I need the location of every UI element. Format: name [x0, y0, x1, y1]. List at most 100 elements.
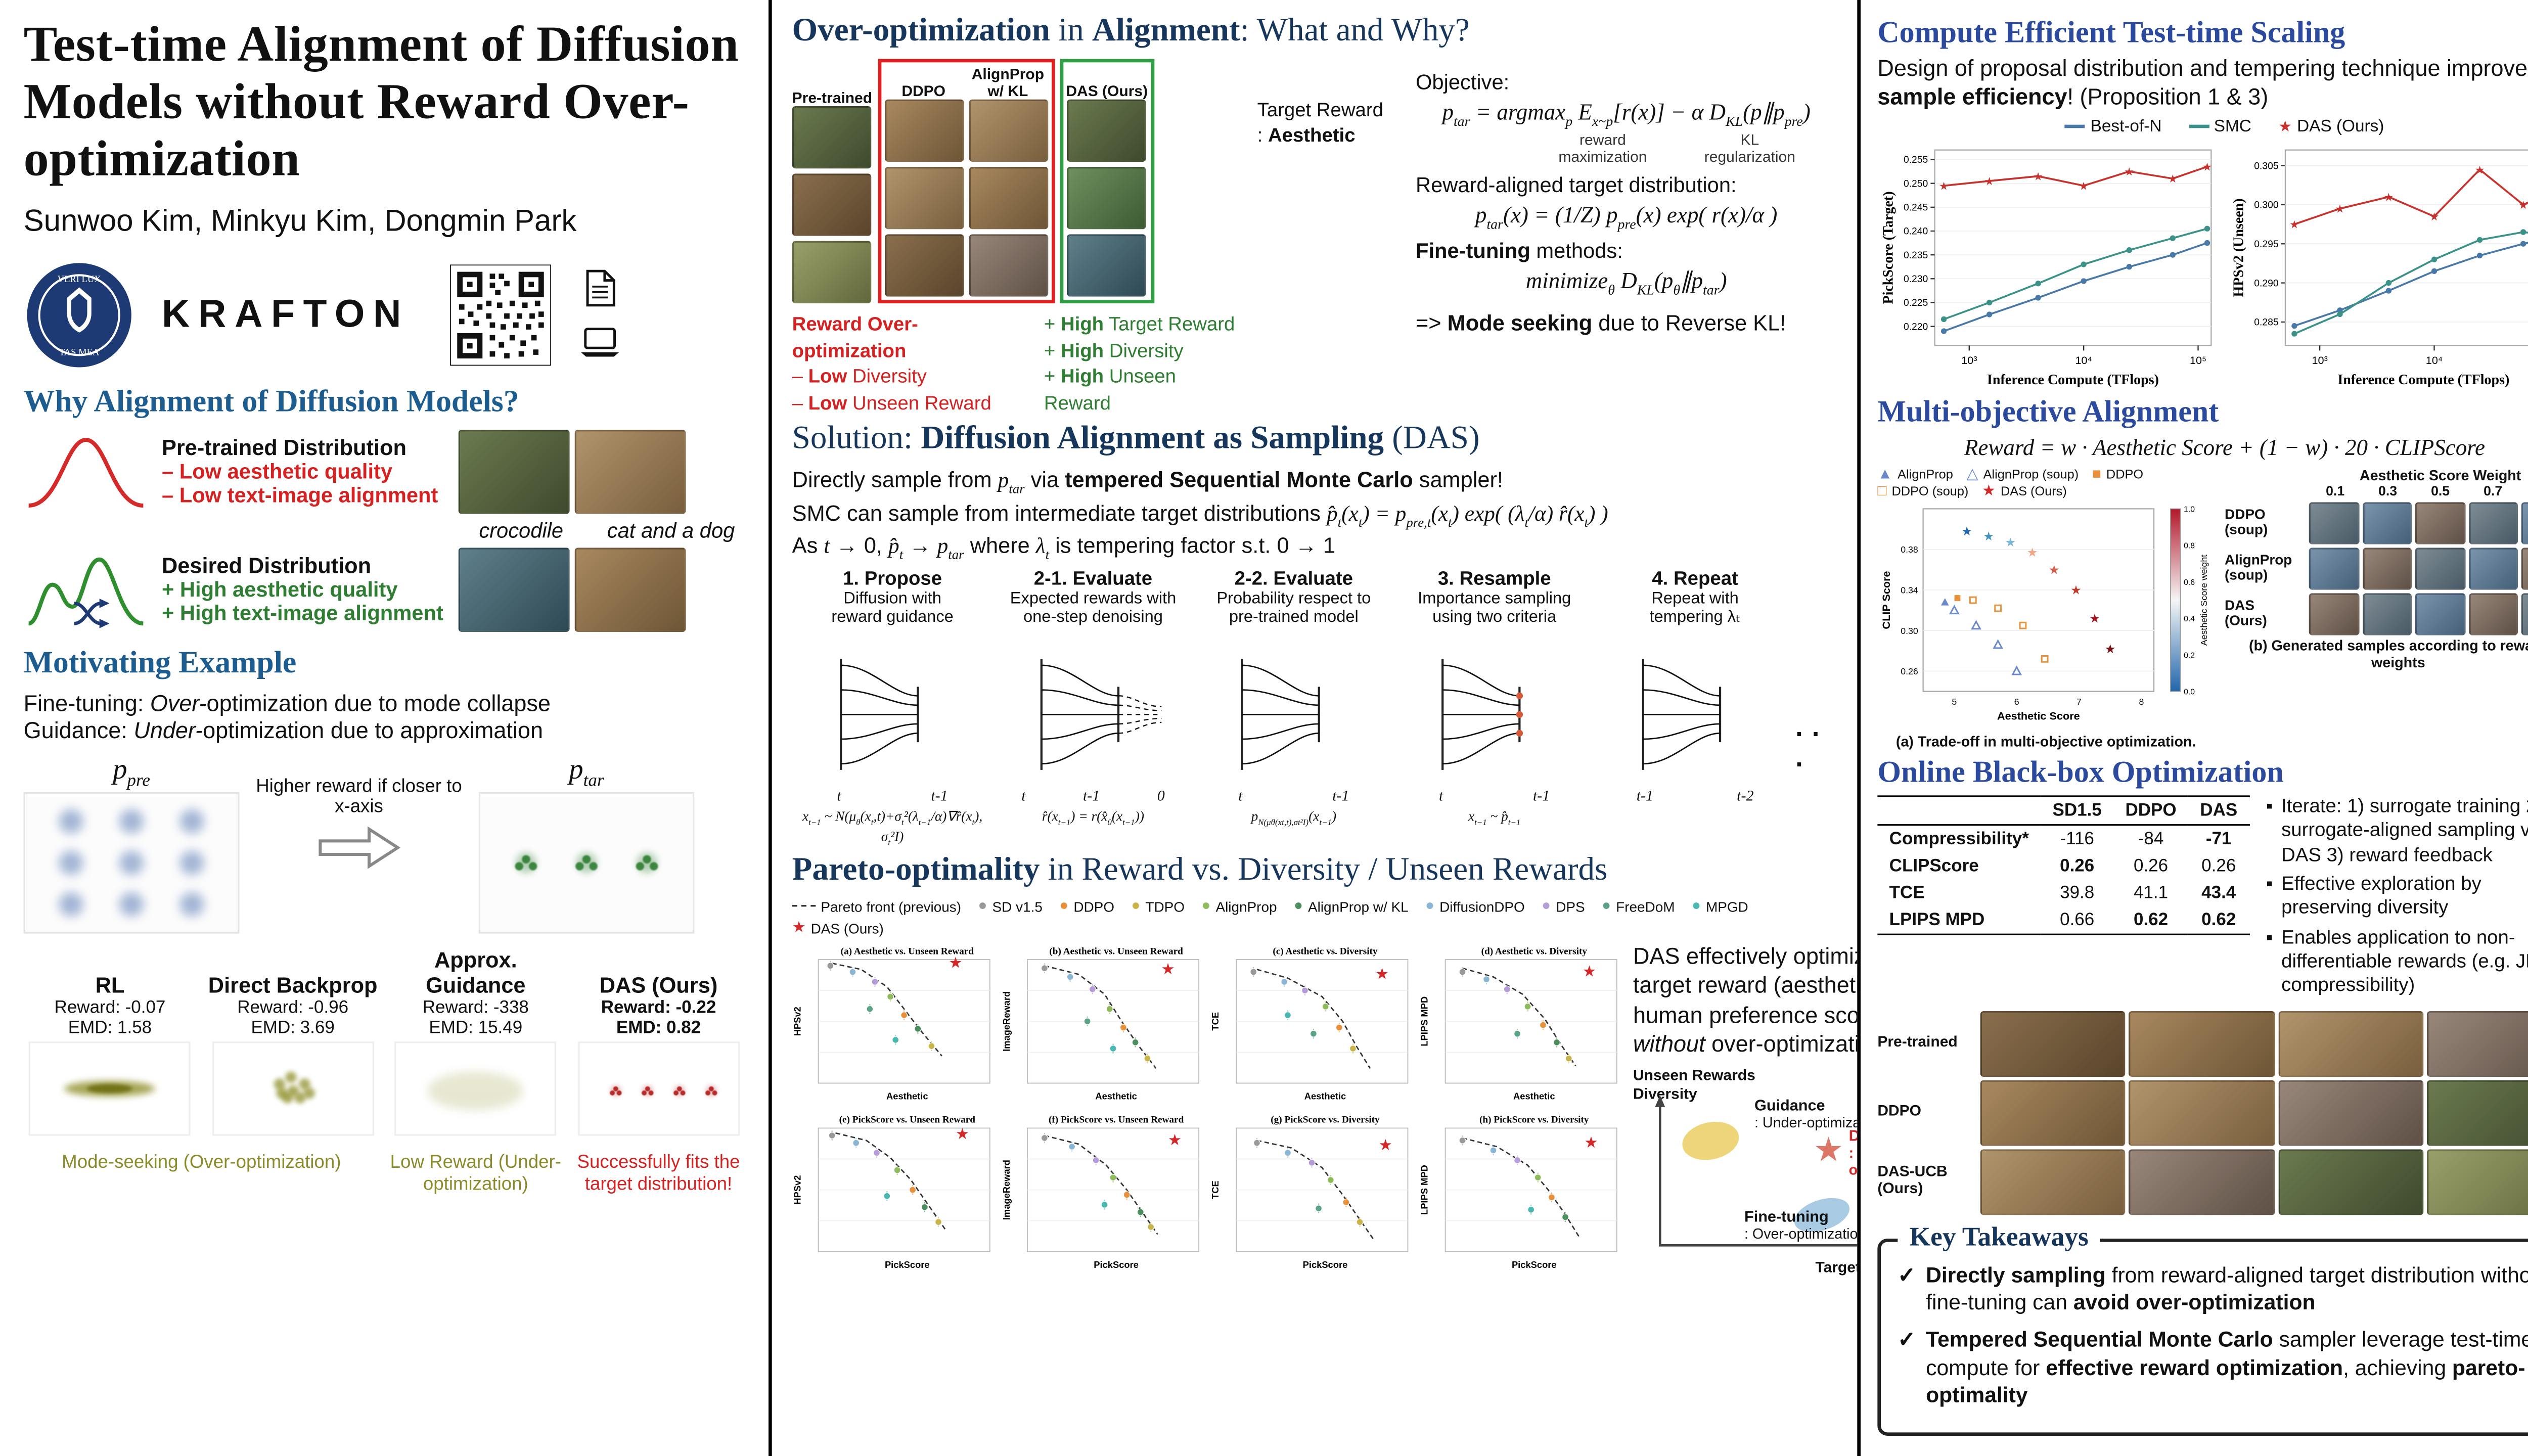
svg-text:0.26: 0.26 — [1901, 666, 1918, 676]
weight-value: 0.3 — [2378, 483, 2398, 498]
right-column: Compute Efficient Test-time Scaling Desi… — [1861, 0, 2528, 1456]
weight-samples-grid: Aesthetic Score Weight 0.10.30.50.70.9 D… — [2225, 466, 2528, 749]
sample-image — [2415, 547, 2465, 589]
weight-value: 0.7 — [2484, 483, 2503, 498]
svg-text:(h) PickScore vs. Diversity: (h) PickScore vs. Diversity — [1479, 1115, 1589, 1126]
legend-item: ■DDPO — [2092, 465, 2144, 482]
desired-bullet: + High aesthetic quality — [161, 578, 398, 602]
key-takeaways: Key Takeaways ✓Directly sampling from re… — [1877, 1223, 2528, 1436]
bullet-item: ▪Effective exploration by preserving div… — [2266, 874, 2481, 919]
sample-image — [2468, 593, 2519, 635]
sample-image — [2129, 1149, 2275, 1215]
table-cell: TCE — [1889, 882, 1925, 903]
check-icon: ✓ — [1898, 1261, 1916, 1287]
finetune-formula: minimizeθ DKL(pθ∥ptar) — [1525, 268, 1727, 299]
table-cell: 0.26 — [2201, 855, 2236, 876]
takeaways-title: Key Takeaways — [1898, 1223, 2101, 1254]
svg-text:★: ★ — [2049, 563, 2060, 577]
legend-item: ●SD v1.5 — [978, 897, 1043, 915]
paper-icon — [586, 269, 615, 306]
sample-image — [884, 166, 964, 230]
svg-text:★: ★ — [1814, 1131, 1844, 1169]
desired-samples — [458, 547, 686, 631]
ptar-label: ptar — [569, 752, 604, 791]
svg-text:0.235: 0.235 — [1904, 250, 1928, 260]
sample-image — [2277, 1011, 2423, 1077]
legend-item: ●MPGD — [1691, 897, 1748, 915]
table-cell: -71 — [2205, 829, 2232, 849]
svg-text:10⁴: 10⁴ — [2426, 353, 2443, 366]
table-cell: LPIPS MPD — [1889, 909, 1985, 930]
sample-image — [2426, 1149, 2528, 1215]
das-label: DAS: Pareto-optimal — [1848, 1127, 1860, 1178]
logo-row: VERI LUX TAS MEA KRAFTON — [24, 259, 745, 370]
svg-text:10⁵: 10⁵ — [2190, 353, 2206, 366]
pretrained-title: Pre-trained Distribution — [161, 435, 407, 461]
svg-text:★: ★ — [2105, 642, 2116, 656]
sample-row: DDPO (soup) — [2224, 502, 2528, 544]
table-header: SD1.5 — [2041, 796, 2114, 826]
sample-image — [458, 547, 570, 631]
svg-text:Aesthetic Score weight: Aesthetic Score weight — [2199, 554, 2209, 645]
poster-title: Test-time Alignment of Diffusion Models … — [23, 17, 739, 188]
legend-item: ★DAS (Ours) — [2278, 117, 2384, 136]
bullet-item: ▪Enables application to non-differentiab… — [2266, 928, 2528, 997]
table-cell: 0.26 — [2060, 855, 2095, 876]
svg-text:Aesthetic: Aesthetic — [1304, 1090, 1346, 1101]
weight-value: 0.5 — [2431, 483, 2450, 498]
snu-motto-bottom: TAS MEA — [59, 346, 100, 357]
footnote-low-reward: Low Reward (Under-optimization) — [390, 1152, 561, 1195]
table-cell: 41.1 — [2133, 882, 2169, 903]
weight-value: 0.9 — [2519, 483, 2528, 498]
trajectory-diagram — [1641, 659, 1721, 770]
row-label: Pre-trained — [1877, 1033, 1958, 1051]
svg-text:7: 7 — [2076, 696, 2082, 706]
bullet-item: ▪Iterate: 1) surrogate training 2) surro… — [2266, 796, 2528, 866]
grid-col-ddpo: DDPO — [901, 81, 946, 99]
pareto-chart-a: ★(a) Aesthetic vs. Unseen RewardAestheti… — [792, 941, 996, 1104]
legend-item: ★DAS (Ours) — [792, 919, 884, 937]
row-label: DAS-UCB (Ours) — [1877, 1163, 1948, 1197]
sample-image — [1980, 1149, 2126, 1215]
sample-image — [574, 429, 686, 514]
pareto-chart-d: ★(d) Aesthetic vs. DiversityAestheticLPI… — [1419, 941, 1623, 1104]
svg-text:ImageReward: ImageReward — [1001, 991, 1012, 1051]
section-heading-solution: Solution: Diffusion Alignment as Samplin… — [792, 421, 1480, 457]
legend-item: ★DAS (Ours) — [1982, 481, 2067, 498]
sample-image — [2426, 1079, 2528, 1146]
sample-image — [2468, 547, 2519, 589]
reward-note: Higher reward if closer to x-axis — [256, 776, 462, 817]
link-icons — [578, 267, 622, 362]
solution-line-3: As t → 0, p̂t → ptar where λt is temperi… — [792, 533, 1336, 563]
sample-image — [2277, 1079, 2423, 1146]
sample-image — [2309, 593, 2359, 635]
snu-motto-top: VERI LUX — [58, 274, 102, 284]
svg-text:★: ★ — [1375, 965, 1389, 982]
svg-text:★: ★ — [2089, 612, 2100, 625]
legend-item: ●TDPO — [1131, 897, 1185, 915]
row-label: DDPO (soup) — [2224, 506, 2268, 538]
svg-text:(b) Aesthetic vs. Unseen Rewar: (b) Aesthetic vs. Unseen Reward — [1049, 946, 1183, 957]
svg-text:★: ★ — [949, 954, 962, 971]
svg-text:0.230: 0.230 — [1904, 274, 1928, 284]
trajectory-diagram — [1441, 659, 1523, 770]
svg-text:8: 8 — [2139, 696, 2144, 706]
pareto-chart-e: ★(e) PickScore vs. Unseen RewardPickScor… — [792, 1111, 996, 1273]
sample-image — [1980, 1079, 2126, 1146]
negative-list: Reward Over-optimization – Low Diversity… — [792, 315, 991, 414]
svg-text:(a) Aesthetic vs. Unseen Rewar: (a) Aesthetic vs. Unseen Reward — [841, 946, 974, 957]
ppre-ptar-figure: ppre Higher reward if closer to x-axis p… — [23, 752, 745, 934]
legend-item: △AlignProp (soup) — [1966, 465, 2079, 482]
svg-text:0.285: 0.285 — [2254, 317, 2278, 328]
table-cell: 0.62 — [2201, 909, 2236, 930]
sample-image — [2468, 502, 2519, 544]
pretrained-bullet: – Low aesthetic quality — [161, 460, 393, 484]
legend-item: ●DPS — [1542, 897, 1585, 915]
sample-image — [968, 99, 1048, 162]
table-cell: 0.66 — [2060, 909, 2095, 930]
